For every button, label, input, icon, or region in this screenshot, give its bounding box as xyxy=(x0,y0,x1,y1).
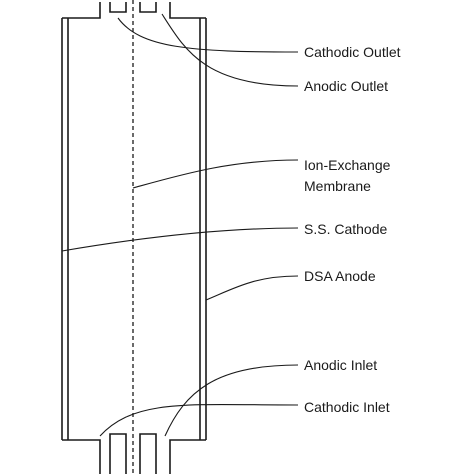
label-cathode: S.S. Cathode xyxy=(304,221,387,237)
leader-anodic-inlet xyxy=(164,364,299,437)
label-membrane-line1: Ion-Exchange xyxy=(304,157,391,173)
label-membrane-line2: Membrane xyxy=(304,178,371,194)
leader-cathodic-inlet xyxy=(99,403,299,437)
top-cap xyxy=(62,2,206,19)
label-cathodic-outlet: Cathodic Outlet xyxy=(304,44,401,60)
leader-cathode xyxy=(61,227,299,252)
leader-cathodic-outlet xyxy=(117,17,299,53)
leader-anode xyxy=(205,275,299,301)
leader-anodic-outlet xyxy=(161,13,299,87)
label-cathodic-inlet: Cathodic Inlet xyxy=(304,399,390,415)
leader-membrane xyxy=(132,159,299,189)
leader-lines xyxy=(61,13,299,437)
label-anodic-outlet: Anodic Outlet xyxy=(304,78,388,94)
cell-body xyxy=(61,18,207,440)
bottom-cap xyxy=(62,433,206,474)
label-anodic-inlet: Anodic Inlet xyxy=(304,357,377,373)
label-anode: DSA Anode xyxy=(304,268,376,284)
